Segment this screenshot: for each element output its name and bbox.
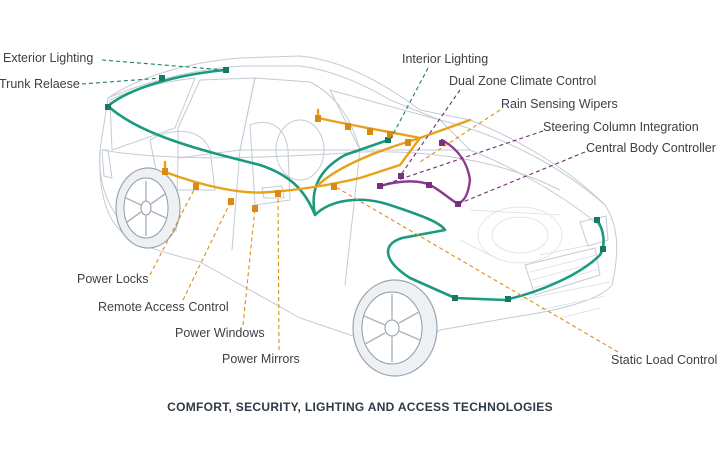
car-roof	[107, 65, 441, 121]
node-purple-1	[439, 140, 445, 146]
node-rear-lamp	[105, 104, 111, 110]
label-central-body-controller: Central Body Controller	[586, 141, 716, 155]
engine-detail-3	[459, 209, 591, 261]
car-body-outline	[99, 55, 618, 347]
car-rear-lamp	[101, 149, 113, 179]
node-orange-4	[387, 131, 393, 138]
leader-trunk-release	[81, 77, 163, 85]
node-orange-6	[162, 168, 168, 175]
car-rear-window	[109, 77, 196, 151]
label-power-windows: Power Windows	[175, 326, 265, 340]
node-purple-3	[377, 183, 383, 189]
label-steering-column: Steering Column Integration	[543, 120, 699, 134]
car-grille	[524, 247, 601, 296]
diagram-caption: COMFORT, SECURITY, LIGHTING AND ACCESS T…	[167, 400, 553, 414]
leader-interior-lighting	[389, 67, 429, 141]
node-orange-2	[345, 123, 351, 130]
car-belt-line	[101, 149, 561, 191]
leader-exterior-lighting	[101, 59, 226, 71]
harness-nodes	[105, 67, 606, 302]
leader-power-locks	[149, 185, 197, 276]
leader-power-mirrors	[277, 192, 280, 351]
leader-lines	[81, 59, 619, 353]
car-hood	[439, 119, 606, 229]
node-orange-9	[252, 205, 258, 212]
node-orange-3	[367, 128, 373, 135]
node-front-2	[505, 296, 511, 302]
label-rain-sensing-wipers: Rain Sensing Wipers	[501, 97, 618, 111]
label-static-load-control: Static Load Control	[611, 353, 717, 367]
teal-harness	[106, 68, 605, 302]
node-purple-4	[426, 182, 432, 188]
node-purple-5	[455, 201, 461, 207]
engine-detail	[477, 206, 563, 264]
node-exterior-lighting	[223, 67, 229, 73]
car-side-mirror	[261, 185, 285, 199]
label-exterior-lighting: Exterior Lighting	[3, 51, 93, 65]
node-purple-2	[398, 173, 404, 179]
car-illustration	[99, 55, 618, 347]
steering-wheel	[275, 119, 325, 181]
labels: Exterior Lighting Trunk Relaese Interior…	[0, 51, 717, 367]
car-door-line-1	[231, 149, 241, 251]
node-front-1	[452, 295, 458, 301]
car-front-bumper	[519, 281, 611, 319]
leader-remote-access	[182, 200, 232, 301]
teal-harness-main	[106, 68, 605, 302]
front-wheel	[352, 279, 438, 377]
node-interior-lighting	[385, 137, 391, 143]
node-orange-8	[228, 198, 234, 205]
rear-wheel	[115, 167, 181, 249]
leader-dual-zone	[399, 89, 461, 177]
label-dual-zone-climate: Dual Zone Climate Control	[449, 74, 596, 88]
label-power-locks: Power Locks	[77, 272, 149, 286]
leader-static-load	[333, 185, 619, 353]
car-door-line-3	[344, 149, 361, 286]
label-trunk-release: Trunk Relaese	[0, 77, 80, 91]
node-headlight-2	[594, 217, 600, 223]
node-orange-5	[405, 139, 411, 146]
leader-central-body	[457, 151, 586, 205]
label-power-mirrors: Power Mirrors	[222, 352, 300, 366]
leader-rain-sensing	[419, 109, 501, 163]
label-remote-access: Remote Access Control	[98, 300, 229, 314]
leader-steering-column	[379, 130, 544, 187]
node-orange-11	[331, 183, 337, 190]
label-interior-lighting: Interior Lighting	[402, 52, 488, 66]
node-headlight-1	[600, 246, 606, 252]
leader-power-windows	[242, 207, 256, 326]
car-front-seat	[249, 121, 291, 206]
node-orange-1	[315, 115, 321, 122]
engine-detail-2	[491, 216, 549, 254]
